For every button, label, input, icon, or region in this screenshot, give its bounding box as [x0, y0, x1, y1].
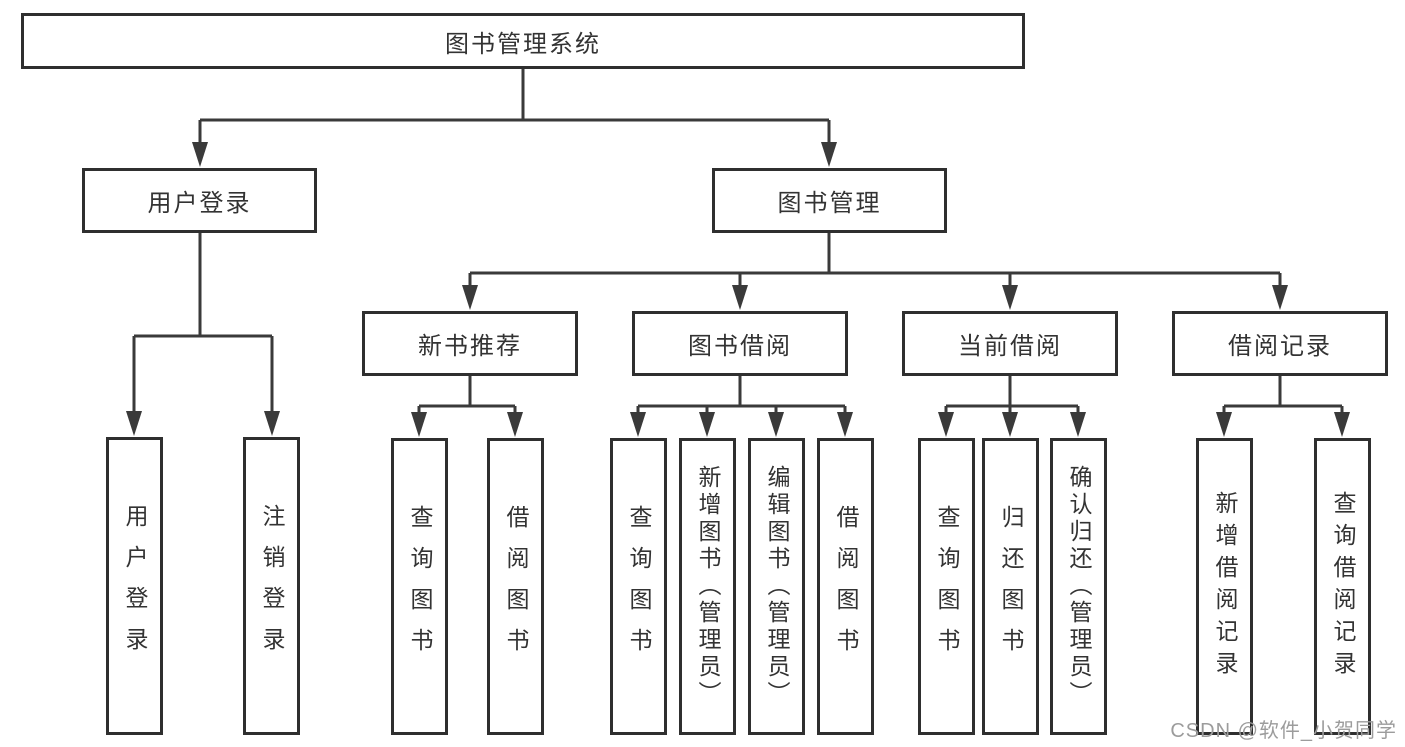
node-label: 查询图书 — [407, 504, 433, 669]
leaf-user-login: 用户登录 — [106, 437, 163, 735]
node-current-borrow: 当前借阅 — [902, 311, 1118, 376]
node-label: 图书管理 — [777, 190, 882, 217]
node-label: 查询借阅记录 — [1330, 490, 1356, 683]
node-user-login: 用户登录 — [82, 168, 317, 233]
leaf-add-books-admin: 新增图书（管理员） — [679, 438, 736, 735]
node-label: 图书管理系统 — [445, 30, 601, 58]
leaf-edit-books-admin: 编辑图书（管理员） — [748, 438, 805, 735]
leaf-borrow-books-recommend: 借阅图书 — [487, 438, 544, 735]
leaf-logout: 注销登录 — [243, 437, 300, 735]
leaf-confirm-return-admin: 确认归还（管理员） — [1050, 438, 1107, 735]
node-label: 图书借阅 — [688, 333, 792, 360]
leaf-query-books-recommend: 查询图书 — [391, 438, 448, 735]
node-label: 新书推荐 — [418, 333, 522, 360]
node-borrow-records: 借阅记录 — [1172, 311, 1388, 376]
node-system-root: 图书管理系统 — [21, 13, 1025, 69]
node-label: 借阅图书 — [503, 504, 529, 669]
node-label: 新增图书（管理员） — [695, 465, 721, 708]
node-label: 归还图书 — [998, 504, 1024, 669]
node-label: 用户登录 — [122, 504, 148, 668]
node-label: 查询图书 — [934, 504, 960, 669]
leaf-borrow-books: 借阅图书 — [817, 438, 874, 735]
leaf-query-books-borrow: 查询图书 — [610, 438, 667, 735]
leaf-query-books-current: 查询图书 — [918, 438, 975, 735]
node-label: 借阅记录 — [1228, 333, 1332, 360]
node-label: 注销登录 — [259, 504, 285, 668]
node-new-book-recommend: 新书推荐 — [362, 311, 578, 376]
leaf-return-books: 归还图书 — [982, 438, 1039, 735]
node-book-management: 图书管理 — [712, 168, 947, 233]
node-label: 查询图书 — [626, 504, 652, 669]
node-book-borrow: 图书借阅 — [632, 311, 848, 376]
node-label: 当前借阅 — [958, 333, 1062, 360]
leaf-query-borrow-record: 查询借阅记录 — [1314, 438, 1371, 735]
leaf-add-borrow-record: 新增借阅记录 — [1196, 438, 1253, 735]
node-label: 用户登录 — [147, 190, 252, 217]
node-label: 新增借阅记录 — [1212, 490, 1238, 683]
node-label: 确认归还（管理员） — [1066, 465, 1092, 708]
csdn-watermark: CSDN @软件_小贺同学 — [1170, 720, 1397, 742]
node-label: 编辑图书（管理员） — [764, 465, 790, 708]
node-label: 借阅图书 — [833, 504, 859, 669]
